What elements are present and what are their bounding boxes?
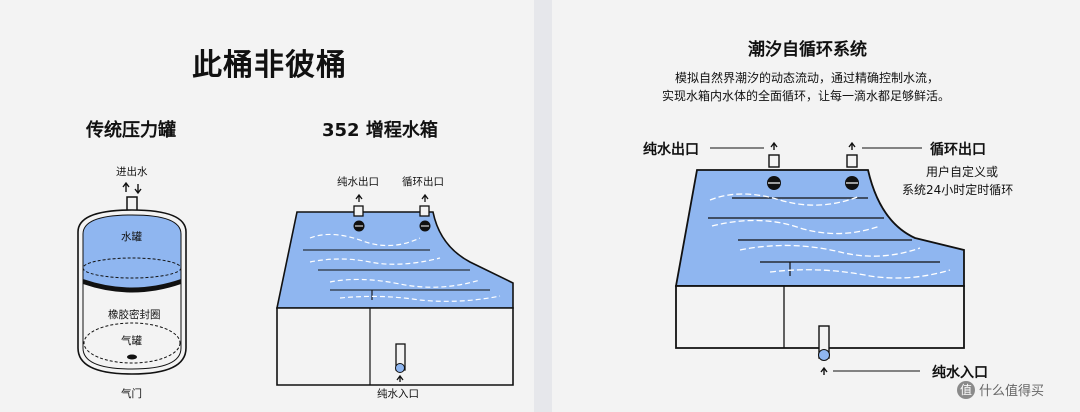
right-desc-line1: 模拟自然界潮汐的动态流动，通过精确控制水流，: [675, 71, 940, 85]
arrow-up-icon: [421, 193, 429, 202]
tidal-cycle-outlet-pipe: [846, 154, 858, 168]
tank-top-valve: [126, 196, 138, 212]
arrow-up-icon: [355, 193, 363, 202]
tidal-channels: [708, 197, 940, 276]
tidal-tank-top: [674, 169, 965, 287]
left-title: 此桶非彼桶: [192, 48, 347, 83]
tank-water: [83, 215, 181, 288]
water-tank-label: 水罐: [121, 231, 142, 243]
tank352-channels: [303, 249, 490, 300]
tank352-diagram: [276, 193, 514, 386]
water-surface: [82, 257, 182, 279]
tidal-pure-outlet-pipe: [768, 154, 780, 168]
arrow-down-icon: [134, 184, 142, 195]
tidal-pure-in-label: 纯水入口: [932, 365, 988, 381]
tank352-flow: [309, 233, 501, 302]
tank352-pure-outlet-pipe: [353, 205, 364, 217]
tidal-cycle-note2: 系统24小时定时循环: [902, 183, 1014, 197]
arrow-up-icon: [848, 141, 856, 150]
tank352-front: [276, 307, 514, 386]
tidal-cycle-note1: 用户自定义或: [926, 165, 999, 179]
watermark-badge-icon: 值: [957, 380, 975, 399]
tidal-cycle-out-label: 循环出口: [930, 142, 986, 158]
arrow-up-icon: [396, 374, 404, 382]
rubber-seal: [83, 279, 181, 293]
tank352-pure-in-label: 纯水入口: [377, 388, 419, 400]
tank352-inlet-port: [395, 363, 405, 373]
tank352-heading: 352 增程水箱: [322, 120, 438, 141]
tank-inner-outline: [82, 214, 182, 370]
tidal-tank-diagram: [674, 141, 965, 375]
rubber-seal-label: 橡胶密封圈: [108, 309, 161, 321]
arrow-up-icon: [820, 366, 828, 375]
arrow-up-icon: [770, 141, 778, 150]
traditional-heading: 传统压力罐: [86, 120, 176, 141]
panel-divider: [534, 0, 552, 412]
arrow-up-icon: [122, 181, 130, 192]
right-title: 潮汐自循环系统: [748, 40, 867, 60]
watermark: 值 什么值得买: [957, 380, 1044, 399]
tidal-inlet-port: [818, 349, 830, 361]
air-bag-dashed: [83, 322, 181, 364]
watermark-text: 什么值得买: [979, 384, 1045, 399]
air-tank-label: 气罐: [121, 335, 142, 347]
tank352-cycle-out-label: 循环出口: [402, 176, 444, 188]
tidal-pure-out-label: 纯水出口: [643, 142, 699, 158]
pressure-tank-diagram: [77, 181, 187, 375]
tank352-top: [276, 211, 514, 309]
right-desc-line2: 实现水箱内水体的全面循环，让每一滴水都足够鲜活。: [662, 89, 951, 103]
inout-label: 进出水: [116, 166, 148, 178]
air-valve-dot: [127, 354, 137, 360]
tank352-cycle-outlet-pipe: [419, 205, 430, 217]
air-valve-label: 气门: [121, 388, 142, 400]
tidal-tank-front: [675, 285, 965, 349]
tank352-pure-out-label: 纯水出口: [337, 176, 379, 188]
